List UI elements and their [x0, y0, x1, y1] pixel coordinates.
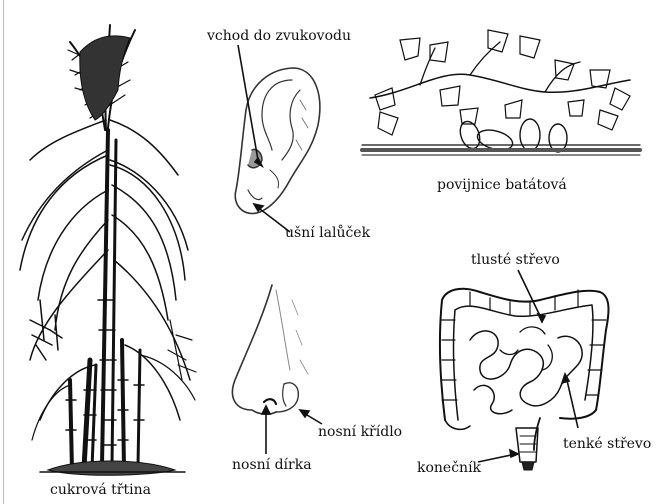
pointer-small-intestine — [566, 376, 578, 428]
ear-drawing — [235, 68, 320, 213]
label-sugarcane: cukrová třtina — [50, 482, 151, 498]
label-small-intestine: tenké střevo — [563, 436, 651, 452]
label-ear-canal: vchod do zvukovodu — [207, 28, 351, 44]
label-nasal-wing: nosní křídlo — [318, 424, 402, 440]
label-earlobe: ušní lalůček — [285, 225, 370, 241]
label-nostril: nosní dírka — [232, 457, 312, 473]
pointer-ear-canal — [238, 45, 258, 160]
nose-drawing — [232, 285, 308, 414]
label-rectum: konečník — [417, 460, 481, 476]
sugarcane-drawing — [20, 25, 196, 475]
sweet-potato-drawing — [362, 30, 640, 155]
label-sweet-potato: povijnice batátová — [437, 177, 567, 193]
label-large-intestine: tlusté střevo — [471, 252, 560, 268]
